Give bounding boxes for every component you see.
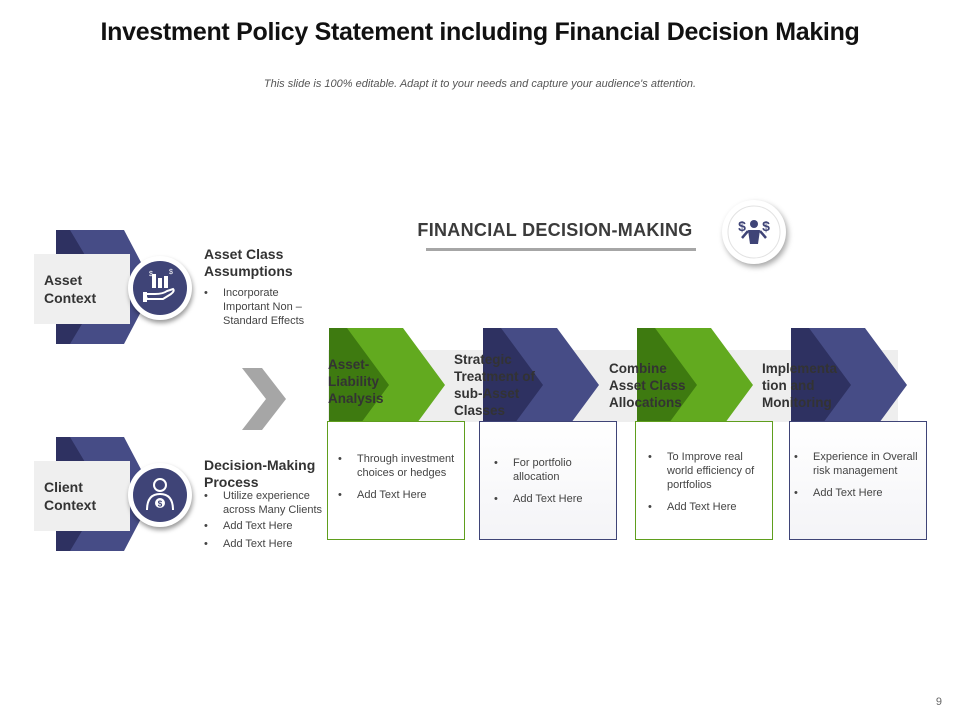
list-item: Incorporate Important Non – Standard Eff… <box>204 286 314 328</box>
step-2-label: Strategic Treatment of sub-Asset Classes <box>454 352 536 418</box>
svg-text:$: $ <box>169 269 173 276</box>
asset-context-label: Asset Context <box>34 254 130 324</box>
step-1-card: Through investment choices or hedges Add… <box>327 421 465 540</box>
list-item: Add Text Here <box>338 488 462 502</box>
client-context-icon-circle: $ <box>128 463 192 527</box>
svg-text:$: $ <box>158 500 163 509</box>
list-item: Experience in Overall risk management <box>794 450 924 478</box>
page-number: 9 <box>935 696 942 708</box>
svg-text:$: $ <box>149 271 153 278</box>
step-4-chevron <box>791 328 907 442</box>
list-item: Add Text Here <box>494 492 612 506</box>
svg-text:$: $ <box>762 218 770 234</box>
list-item: Add Text Here <box>204 519 336 533</box>
money-growth-person-icon: $ $ <box>722 200 786 264</box>
step-2-chevron <box>483 328 599 442</box>
step-4-label: Implementation and Monitoring <box>762 361 838 410</box>
section-title: FINANCIAL DECISION-MAKING <box>417 220 693 240</box>
slide-subtitle: This slide is 100% editable. Adapt it to… <box>263 78 697 90</box>
list-item: Add Text Here <box>648 500 770 514</box>
decision-making-process-list: Utilize experience across Many Clients A… <box>204 489 336 551</box>
money-hand-icon: $ $ <box>143 269 175 302</box>
list-item: Add Text Here <box>204 537 336 551</box>
list-item: To Improve real world efficiency of port… <box>648 450 770 492</box>
step-3-chevron <box>637 328 753 442</box>
list-item: Add Text Here <box>794 486 924 500</box>
step-3-card: To Improve real world efficiency of port… <box>635 421 773 540</box>
client-dollar-icon: $ <box>146 478 174 511</box>
section-underline <box>426 248 696 251</box>
list-item: Utilize experience across Many Clients <box>204 489 336 517</box>
slide-title: Investment Policy Statement including Fi… <box>100 18 860 46</box>
step-4-card: Experience in Overall risk management Ad… <box>789 421 927 540</box>
step-1-label: Asset-Liability Analysis <box>328 357 384 406</box>
step-3-label: Combine Asset Class Allocations <box>609 361 686 410</box>
client-context-label: Client Context <box>34 461 130 531</box>
step-2-card: For portfolio allocation Add Text Here <box>479 421 617 540</box>
asset-class-assumptions-title: Asset Class Assumptions <box>204 246 293 279</box>
list-item: Through investment choices or hedges <box>338 452 462 480</box>
asset-context-group: Asset Context $ $ Asset Class Assumption… <box>0 226 340 356</box>
asset-context-icon-circle: $ $ <box>128 256 192 320</box>
list-item: For portfolio allocation <box>494 456 612 484</box>
right-chevron-icon <box>242 368 286 430</box>
step-1-chevron <box>329 328 445 442</box>
decision-making-process-title: Decision-Making Process <box>204 457 316 490</box>
svg-text:$: $ <box>738 218 746 234</box>
client-context-group: Client Context $ Decision-Making Process… <box>0 433 340 563</box>
asset-class-assumptions-list: Incorporate Important Non – Standard Eff… <box>204 286 314 328</box>
